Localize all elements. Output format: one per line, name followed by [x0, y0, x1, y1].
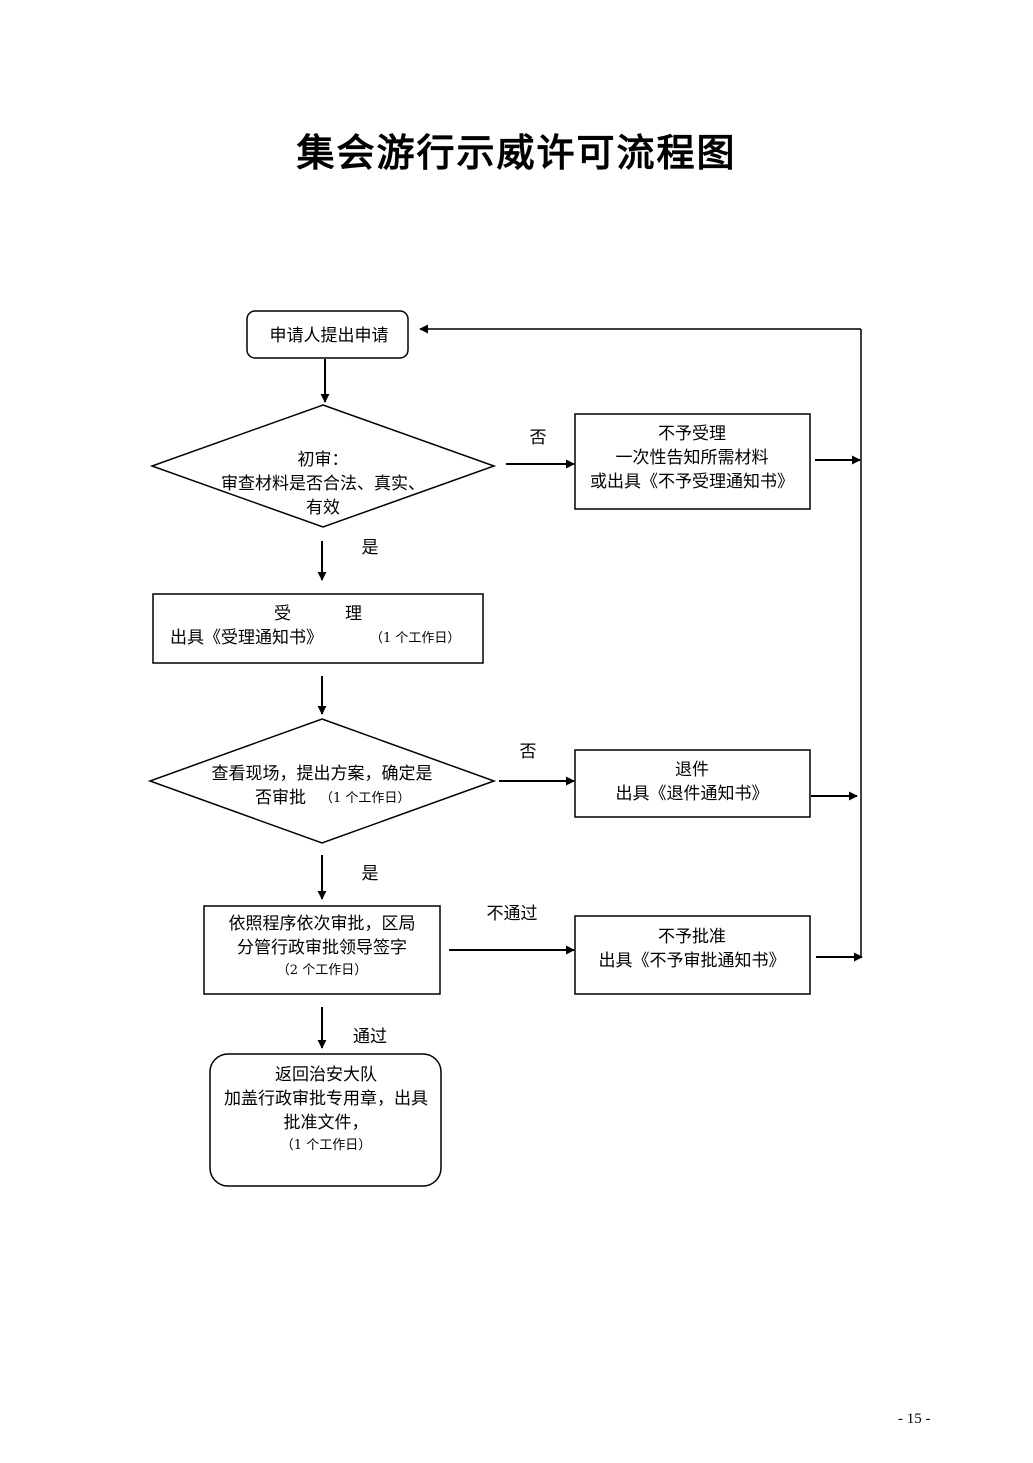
page-number: - 15 -: [898, 1411, 931, 1427]
node-return-docs-line1: 退件: [675, 760, 709, 780]
node-accept-line2: 出具《受理通知书》: [170, 628, 323, 648]
node-accept-line1: 受 理: [274, 604, 362, 624]
node-apply: 申请人提出申请: [246, 310, 409, 359]
node-approve-line3: （2 个工作日）: [277, 963, 367, 978]
node-return-line2: 加盖行政审批专用章，出具: [224, 1089, 428, 1109]
node-reject-accept: 不予受理 一次性告知所需材料 或出具《不予受理通知书》: [574, 413, 811, 510]
node-initial-review-line1: 初审：: [298, 450, 349, 470]
node-site-check-days: （1 个工作日）: [320, 791, 410, 806]
node-site-check: 查看现场，提出方案，确定是 否审批 （1 个工作日）: [147, 718, 497, 844]
node-return-line3: 批准文件，: [284, 1113, 369, 1133]
node-initial-review-line3: 有效: [306, 498, 340, 518]
edge-label-yes-1: 是: [362, 538, 379, 558]
node-approve: 依照程序依次审批，区局 分管行政审批领导签字 （2 个工作日）: [203, 905, 441, 995]
node-not-approved: 不予批准 出具《不予审批通知书》: [574, 915, 811, 995]
edge-label-pass: 通过: [353, 1027, 387, 1047]
node-site-check-line1: 查看现场，提出方案，确定是: [212, 764, 433, 784]
node-approve-line2: 分管行政审批领导签字: [237, 938, 407, 958]
node-not-approved-line1: 不予批准: [658, 927, 726, 947]
edge-label-yes-2: 是: [362, 864, 379, 884]
node-site-check-line2: 否审批: [255, 788, 306, 808]
node-initial-review-line2: 审查材料是否合法、真实、: [221, 474, 425, 494]
node-return-line1: 返回治安大队: [275, 1065, 377, 1085]
node-return-line4: （1 个工作日）: [281, 1138, 371, 1153]
node-reject-accept-line3: 或出具《不予受理通知书》: [590, 472, 794, 492]
node-initial-review: 初审： 审查材料是否合法、真实、 有效: [149, 404, 497, 528]
edge-label-no-1: 否: [530, 428, 547, 448]
node-return: 返回治安大队 加盖行政审批专用章，出具 批准文件， （1 个工作日）: [209, 1053, 442, 1187]
node-accept: 受 理 出具《受理通知书》 （1 个工作日）: [152, 593, 484, 664]
page-title: 集会游行示威许可流程图: [296, 130, 737, 175]
node-reject-accept-line2: 一次性告知所需材料: [616, 448, 769, 468]
node-apply-label: 申请人提出申请: [270, 326, 389, 346]
node-reject-accept-line1: 不予受理: [658, 424, 726, 444]
node-return-docs-line2: 出具《退件通知书》: [616, 784, 769, 804]
edge-label-fail: 不通过: [487, 904, 538, 924]
node-approve-line1: 依照程序依次审批，区局: [229, 914, 416, 934]
node-not-approved-line2: 出具《不予审批通知书》: [599, 951, 786, 971]
node-return-docs: 退件 出具《退件通知书》: [574, 749, 811, 818]
edge-label-no-2: 否: [520, 742, 537, 762]
node-accept-days: （1 个工作日）: [370, 631, 460, 646]
